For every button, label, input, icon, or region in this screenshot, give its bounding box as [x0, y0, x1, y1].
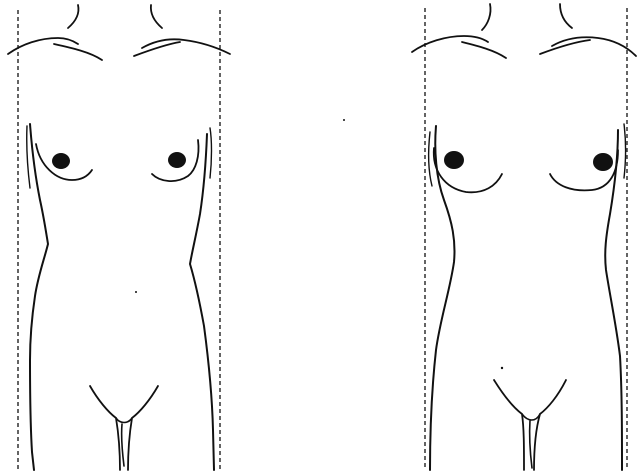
- left-navel: [135, 291, 137, 293]
- right-nipple-left: [444, 151, 464, 169]
- right-groin-left: [494, 380, 524, 470]
- right-torso-side-right-inner: [624, 124, 626, 178]
- right-torso-side-left-inner: [429, 132, 432, 186]
- right-groin-right: [534, 380, 566, 470]
- left-torso-side-right-inner: [210, 128, 212, 178]
- right-nipple-right: [593, 153, 613, 171]
- left-collarbone-left: [54, 44, 102, 60]
- right-neck-right: [560, 4, 572, 28]
- left-torso-side-left-inner: [27, 126, 30, 188]
- right-collarbone-right: [540, 40, 590, 54]
- right-shoulder-right: [552, 37, 636, 56]
- right-collarbone-left: [462, 42, 506, 58]
- left-groin-right: [128, 386, 158, 470]
- right-navel: [501, 367, 503, 369]
- right-figure: [412, 4, 636, 470]
- left-torso-side-right: [190, 134, 214, 470]
- left-nipple-right: [168, 152, 186, 168]
- left-shoulder-right: [142, 39, 230, 54]
- left-nipple-left: [52, 153, 70, 169]
- left-groin-left: [90, 386, 120, 470]
- left-torso-side-left: [30, 124, 48, 470]
- left-figure: [8, 5, 230, 470]
- right-shoulder-left: [412, 36, 488, 52]
- right-neck-left: [482, 4, 491, 30]
- left-neck-right: [151, 5, 162, 28]
- right-breast-left: [434, 148, 502, 192]
- right-torso-side-right: [605, 130, 622, 470]
- left-neck-left: [68, 5, 78, 28]
- left-collarbone-right: [134, 42, 180, 56]
- stray-dot: [343, 119, 345, 121]
